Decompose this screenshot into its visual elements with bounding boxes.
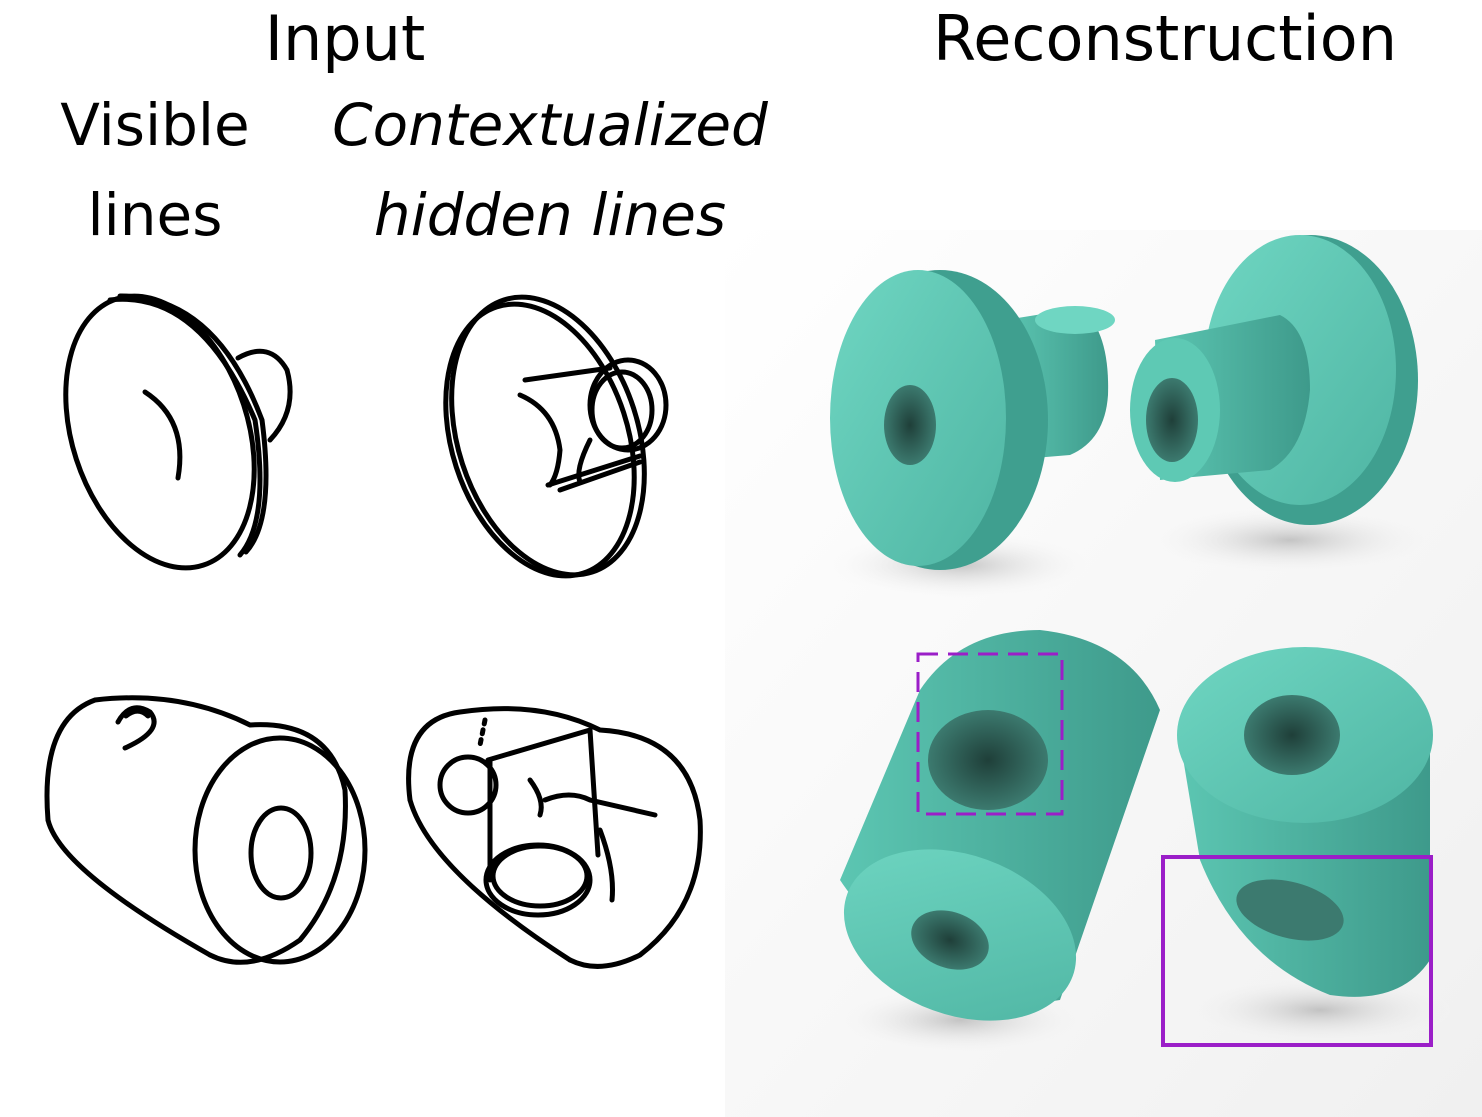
- cylinder-right-cross-hole: [1236, 879, 1344, 941]
- cylinder-left-end-hole: [911, 910, 989, 970]
- hidden-lines-label-line1: Contextualized: [332, 91, 768, 159]
- visible-lines-spool-sketch: [63, 293, 293, 571]
- cylinder-render-right: [1177, 647, 1433, 997]
- spool-right-hole: [1146, 378, 1198, 462]
- cylinder-right-shadow: [1180, 975, 1460, 1045]
- hidden-lines-cylinder-sketch: [406, 706, 703, 969]
- hidden-lines-spool-sketch: [443, 294, 669, 579]
- visible-lines-label-line1: Visible: [60, 91, 250, 159]
- cylinder-left-cross-hole: [928, 710, 1048, 810]
- dashed-highlight-box: [916, 652, 1064, 816]
- visible-lines-label-line2: lines: [87, 181, 223, 249]
- cylinder-render-left: [840, 630, 1160, 1021]
- spool-right-shadow: [1140, 505, 1440, 575]
- cylinder-right-end-hole: [1244, 695, 1340, 775]
- hidden-lines-label-line2: hidden lines: [373, 181, 727, 249]
- input-heading: Input: [264, 2, 426, 75]
- spool-render-left: [830, 270, 1115, 570]
- visible-lines-cylinder-sketch: [44, 695, 368, 965]
- reconstruction-heading: Reconstruction: [932, 2, 1397, 75]
- spool-render-right: [1130, 235, 1418, 525]
- spool-left-hole: [884, 385, 936, 465]
- solid-highlight-box: [1161, 855, 1433, 1047]
